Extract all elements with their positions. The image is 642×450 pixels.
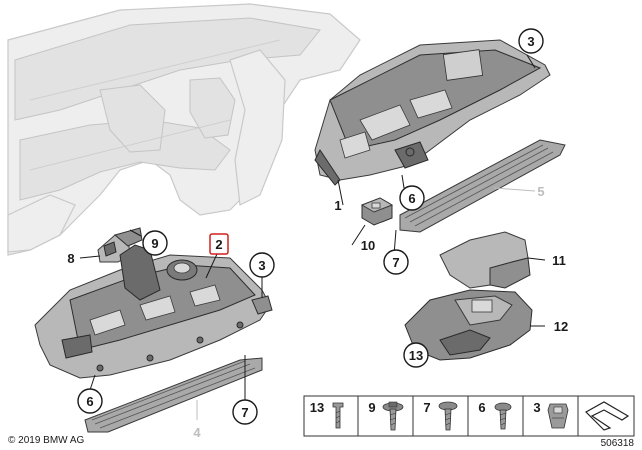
svg-text:9: 9 (368, 400, 375, 415)
part-2-lower-carrier (34, 244, 273, 379)
callout-1: 1 (334, 198, 341, 213)
callout-13: 13 (403, 342, 429, 368)
callout-8: 8 (67, 251, 74, 266)
callout-7-right: 7 (383, 249, 409, 275)
copyright-text: © 2019 BMW AG (8, 435, 85, 446)
svg-text:5: 5 (537, 184, 544, 199)
callout-3-left: 3 (249, 252, 275, 278)
fastener-9: 9 (368, 400, 404, 431)
svg-text:3: 3 (527, 34, 534, 49)
svg-text:13: 13 (409, 348, 423, 363)
svg-text:11: 11 (552, 253, 566, 268)
svg-text:13: 13 (310, 400, 324, 415)
callout-12: 12 (554, 319, 568, 334)
svg-text:10: 10 (361, 238, 375, 253)
part-1-upper-carrier (314, 39, 551, 186)
part-11-column-trim-upper (439, 231, 531, 289)
fastener-6: 6 (478, 400, 512, 430)
callout-10: 10 (361, 238, 375, 253)
svg-text:9: 9 (151, 236, 158, 251)
fastener-legend: 13 9 7 6 (303, 395, 635, 437)
callout-6-right: 6 (399, 185, 425, 211)
svg-text:3: 3 (258, 258, 265, 273)
callout-9: 9 (142, 230, 168, 256)
svg-text:6: 6 (478, 400, 485, 415)
svg-text:7: 7 (423, 400, 430, 415)
fastener-13: 13 (310, 400, 344, 429)
svg-text:6: 6 (408, 191, 415, 206)
part-12-column-trim-lower (404, 289, 533, 361)
part-5-lower-vent-grille (84, 357, 263, 433)
fastener-7: 7 (423, 400, 458, 431)
callout-5: 4 (193, 425, 201, 440)
svg-text:12: 12 (554, 319, 568, 334)
dashboard-carrier-background (7, 3, 361, 256)
part-4-upper-vent-grille (399, 139, 566, 233)
callout-6-left: 6 (77, 388, 103, 414)
callout-4: 5 (537, 184, 544, 199)
svg-text:4: 4 (193, 425, 201, 440)
callout-3-top-right: 3 (518, 28, 544, 54)
callout-2-highlighted: 2 (209, 233, 229, 255)
callout-11: 11 (552, 253, 566, 268)
fastener-3: 3 (533, 400, 569, 429)
svg-text:6: 6 (86, 394, 93, 409)
svg-text:7: 7 (392, 255, 399, 270)
diagram-number: 506318 (601, 438, 635, 449)
svg-text:2: 2 (215, 237, 222, 252)
part-10-foam-pad (360, 197, 394, 226)
svg-text:8: 8 (67, 251, 74, 266)
svg-text:1: 1 (334, 198, 341, 213)
svg-text:3: 3 (533, 400, 540, 415)
svg-text:7: 7 (241, 405, 248, 420)
bracket-symbol-icon (585, 401, 630, 431)
callout-7-left: 7 (232, 399, 258, 425)
